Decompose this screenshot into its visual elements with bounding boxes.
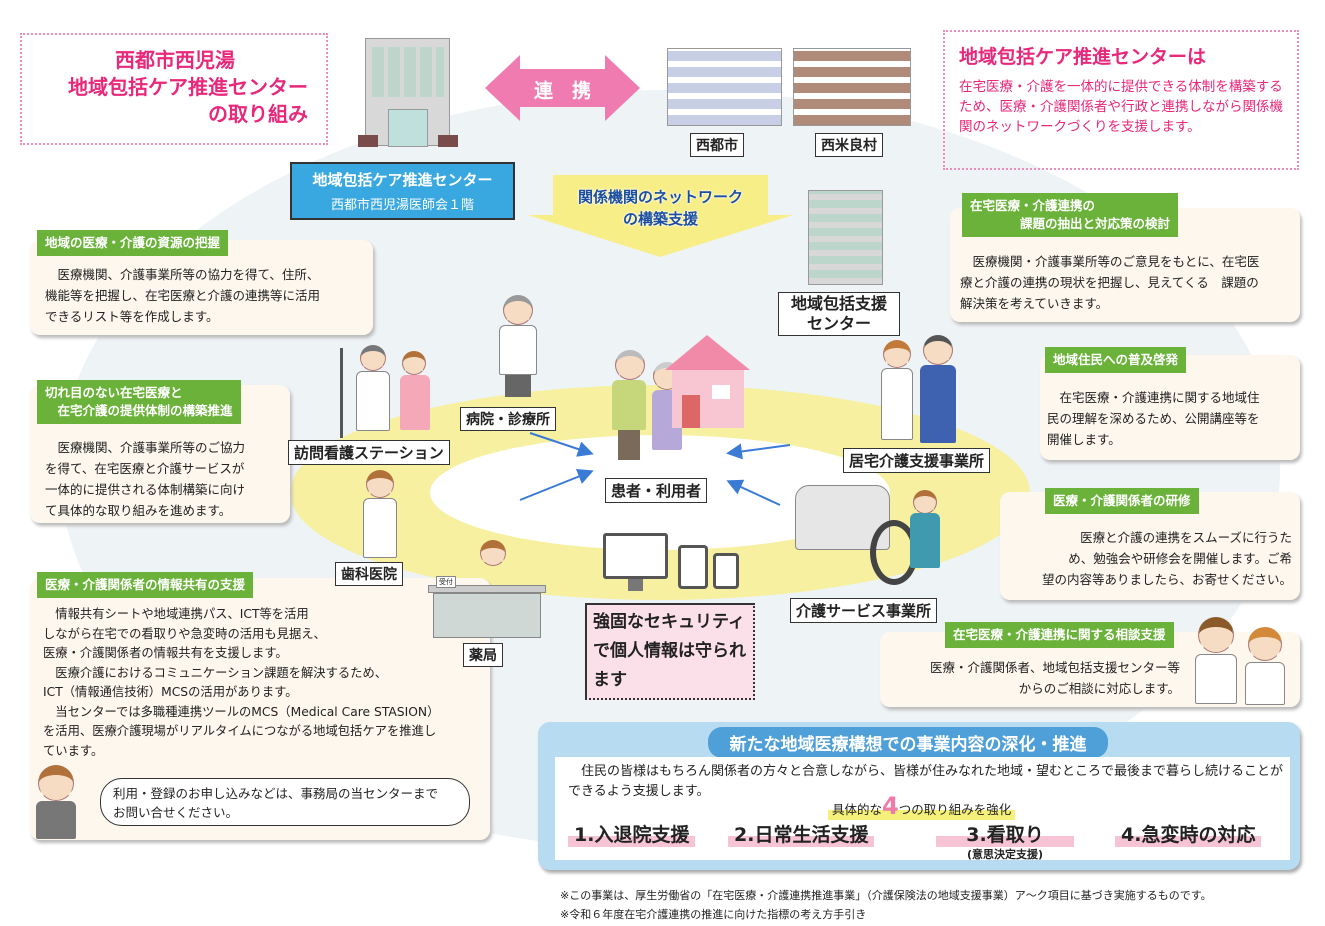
initiative-daily-life: 2.日常生活支援 bbox=[728, 820, 875, 847]
label-care-support-office: 居宅介護支援事業所 bbox=[843, 448, 991, 473]
card-label: 切れ目のない在宅医療と 在宅介護の提供体制の構築推進 bbox=[37, 380, 241, 424]
card-text: 医療機関、介護事業所等のご協力 を得て、在宅医療と介護サービスが 一体的に提供さ… bbox=[45, 440, 246, 518]
label-dental-clinic: 歯科医院 bbox=[335, 562, 403, 586]
subhead-text: 具体的な bbox=[832, 802, 883, 817]
network-support-label: 関係機関のネットワーク の構築支援 bbox=[577, 188, 743, 228]
speech-bubble: 利用・登録のお申し込みなどは、事務局の当センターまで お問い合せください。 bbox=[100, 778, 470, 826]
doctor-icon bbox=[495, 295, 540, 400]
vision-subhead: 具体的な4つの取り組みを強化 bbox=[828, 792, 1016, 820]
center-label: 地域包括ケア推進センター 西都市西児湯医師会１階 bbox=[290, 162, 515, 220]
card-text: 医療と介護の連携をスムーズに行うた め、勉強会や研修会を開催します。ご希 望の内… bbox=[1041, 530, 1292, 587]
card-label: 在宅医療・介護連携の 課題の抽出と対応策の検討 bbox=[962, 193, 1179, 237]
title-line: 西都市西児湯 bbox=[115, 48, 235, 72]
two-way-arrow-icon bbox=[485, 55, 640, 121]
footnote: ※令和６年度在宅介護連携の推進に向けた指標の考え方手引き bbox=[560, 908, 867, 921]
card-text: 情報共有シートや地域連携パス、ICT等を活用 しながら在宅での看取りや急変時の活… bbox=[43, 607, 440, 758]
initiative-discharge: 1.入退院支援 bbox=[568, 820, 696, 847]
down-arrow-icon bbox=[528, 175, 793, 257]
subhead-number: 4 bbox=[882, 792, 899, 820]
saito-city-building-icon bbox=[667, 48, 782, 126]
subhead-text: つの取り組みを強化 bbox=[898, 802, 1012, 817]
about-text: 在宅医療・介護を一体的に提供できる体制を構築するため、医療・介護関係者や行政と連… bbox=[959, 79, 1283, 135]
initiative-end-of-life: 3.看取り bbox=[936, 820, 1074, 847]
card-text: 在宅医療・介護連携に関する地域住 民の理解を深めるため、公開講座等を 開催します… bbox=[1047, 390, 1260, 447]
card-text: 医療・介護関係者、地域包括支援センター等 からのご相談に対応します。 bbox=[929, 660, 1180, 696]
footnote: ※この事業は、厚生労働省の「在宅医療・介護連携推進事業」（介護保険法の地域支援事… bbox=[560, 889, 1212, 902]
card-label: 医療・介護関係者の研修 bbox=[1045, 488, 1199, 514]
label-patient: 患者・利用者 bbox=[605, 478, 708, 503]
staff-woman-icon bbox=[22, 765, 92, 840]
link-label: 連 携 bbox=[533, 80, 591, 102]
staff-pair-icon bbox=[1190, 612, 1295, 707]
pharmacy-counter-icon: 受付 bbox=[428, 540, 546, 640]
initiative-end-of-life-note: (意思決定支援) bbox=[966, 848, 1044, 861]
initiative-emergency: 4.急変時の対応 bbox=[1115, 820, 1262, 847]
devices-icon bbox=[603, 533, 743, 593]
about-box: 地域包括ケア推進センターは 在宅医療・介護を一体的に提供できる体制を構築するため… bbox=[943, 30, 1299, 170]
support-center-label: 地域包括支援 センター bbox=[778, 292, 900, 336]
label-visiting-nursing: 訪問看護ステーション bbox=[288, 440, 450, 465]
card-text: 医療機関、介護事業所等の協力を得て、住所、 機能等を把握し、在宅医療と介護の連携… bbox=[45, 267, 321, 324]
label-hospital: 病院・診療所 bbox=[460, 407, 556, 431]
reception-sign: 受付 bbox=[436, 576, 456, 588]
vision-title: 新たな地域医療構想での事業内容の深化・推進 bbox=[708, 727, 1108, 758]
center-name: 地域包括ケア推進センター bbox=[312, 171, 493, 189]
card-label: 地域住民への普及啓発 bbox=[1045, 347, 1187, 373]
wheelchair-van-icon bbox=[795, 485, 945, 590]
label-pharmacy: 薬局 bbox=[463, 643, 503, 667]
card-text: 医療機関・介護事業所等のご意見をもとに、在宅医 療と介護の連携の現状を把握し、見… bbox=[960, 254, 1260, 311]
title-line: 地域包括ケア推進センター bbox=[68, 75, 308, 99]
partner-label-nishimera: 西米良村 bbox=[815, 133, 883, 157]
label-care-service-office: 介護サービス事業所 bbox=[790, 598, 938, 623]
center-building-icon bbox=[358, 38, 458, 147]
card-label: 在宅医療・介護連携に関する相談支援 bbox=[945, 622, 1174, 648]
security-note: 強固なセキュリティで個人情報は守られます bbox=[585, 603, 755, 700]
about-heading: 地域包括ケア推進センターは bbox=[959, 46, 1207, 68]
page-title: 西都市西児湯 地域包括ケア推進センター の取り組み bbox=[20, 33, 328, 145]
center-location: 西都市西児湯医師会１階 bbox=[330, 198, 474, 213]
partner-label-saito: 西都市 bbox=[690, 133, 744, 157]
title-line: の取り組み bbox=[208, 102, 308, 126]
dental-staff-icon bbox=[358, 470, 403, 560]
nishimera-village-building-icon bbox=[793, 48, 911, 126]
vision-text: 住民の皆様はもちろん関係者の方々と合意しながら、皆様が住みなれた地域・望むところ… bbox=[568, 764, 1284, 799]
care-manager-pair-icon bbox=[878, 335, 963, 445]
visiting-nurse-icon bbox=[340, 343, 450, 438]
support-center-building-icon bbox=[808, 190, 883, 285]
house-icon bbox=[660, 335, 755, 430]
patient-couple-icon bbox=[610, 350, 685, 465]
card-label: 医療・介護関係者の情報共有の支援 bbox=[37, 572, 254, 598]
card-label: 地域の医療・介護の資源の把握 bbox=[37, 230, 229, 256]
